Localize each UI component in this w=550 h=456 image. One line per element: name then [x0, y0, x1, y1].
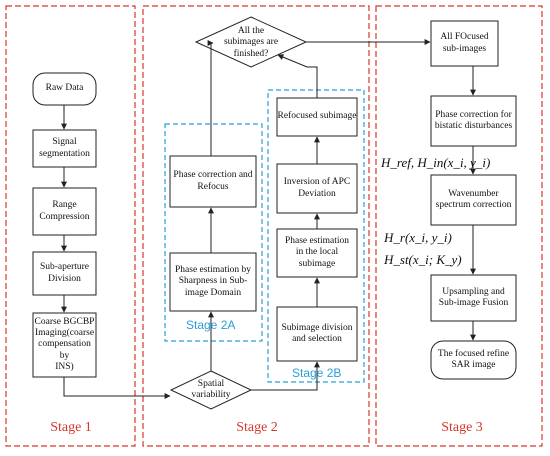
stage2a-container — [164, 123, 263, 342]
upsampling-text: Upsampling and Sub-image Fusion — [438, 286, 509, 308]
coarse-imaging-box — [32, 312, 97, 378]
wavenumber-box — [430, 174, 517, 226]
stage2a-label: Stage 2A — [186, 318, 236, 332]
formula-h-st: H_st(x_i; K_y) — [384, 252, 462, 267]
arrow-coarse-to-spatial — [63, 377, 171, 399]
final-image-box — [430, 340, 517, 380]
refocused-subimage-text: Refocused subimage — [277, 111, 357, 122]
stage1-label: Stage 1 — [50, 420, 92, 435]
stage2b-container — [267, 89, 365, 383]
refocused-subimage-box — [276, 97, 358, 137]
sub-aperture-box — [32, 251, 97, 296]
stage2-container — [142, 5, 370, 447]
signal-segmentation-text: Signal segmentation — [39, 137, 90, 159]
all-focused-box — [430, 20, 499, 67]
final-image-text: The focused refine SAR image — [437, 348, 510, 370]
phase-correction-bistatic-box — [430, 95, 517, 147]
phase-correction-bistatic-text: Phase correction for bistatic disturbanc… — [434, 109, 513, 131]
formula-h-r: H_r(x_i, y_i) — [384, 230, 452, 245]
stage1-container — [5, 5, 136, 447]
arrow-refocused-to-decision — [277, 54, 318, 98]
upsampling-box — [430, 274, 517, 322]
raw-data-text: Raw Data — [45, 83, 84, 94]
decision-bottom-diamond — [169, 370, 253, 410]
all-focused-text: All FOcused sub-images — [440, 32, 489, 54]
phase-estimation-local-box — [276, 228, 358, 278]
formula-h-ref-in: H_ref, H_in(x_i, y_i) — [381, 155, 491, 170]
decision-top-text: All the subimages are finished? — [223, 25, 279, 59]
inversion-apc-box — [276, 163, 358, 214]
wavenumber-text: Wavenumber spectrum correction — [435, 188, 512, 210]
phase-correction-refocus-text: Phase correction and Refocus — [173, 170, 253, 192]
stage3-label: Stage 3 — [441, 420, 483, 435]
stage2b-label: Stage 2B — [292, 366, 342, 380]
signal-segmentation-box — [32, 129, 97, 168]
sub-aperture-text: Sub-aperture Division — [39, 262, 90, 284]
arrow-spatial-to-2b — [251, 361, 320, 391]
inversion-apc-text: Inversion of APC Deviation — [283, 177, 351, 199]
stage3-container — [375, 5, 543, 447]
phase-correction-refocus-box — [169, 155, 257, 208]
phase-estimation-local-text: Phase estimation in the local subimage — [284, 235, 350, 269]
decision-bottom-text: Spatial variability — [191, 378, 231, 400]
stage2-label: Stage 2 — [236, 420, 278, 435]
range-compression-text: Range Compression — [39, 200, 90, 222]
phase-estimation-sharpness-text: Phase estimation by Sharpness in Sub- im… — [175, 264, 251, 298]
phase-estimation-sharpness-box — [169, 252, 257, 312]
coarse-imaging-text: Coarse BGCBP Imaging(coarse compensation… — [34, 316, 95, 373]
subimage-division-text: Subimage division and selection — [281, 322, 353, 344]
